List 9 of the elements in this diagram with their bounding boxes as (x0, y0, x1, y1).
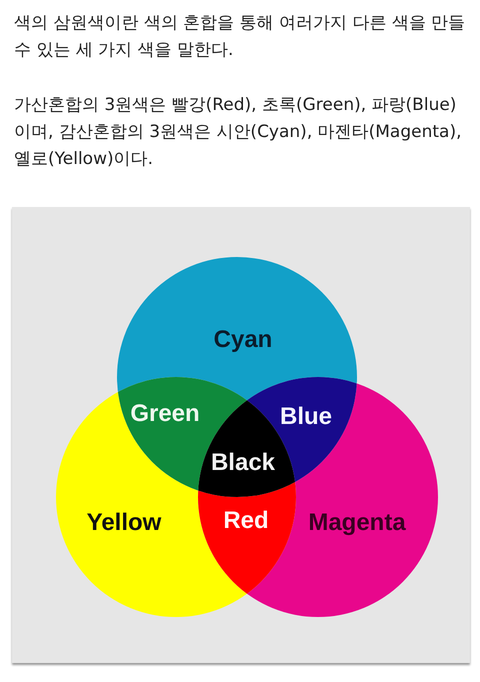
circle-label: Yellow (86, 509, 162, 537)
circle-label: Magenta (308, 509, 406, 537)
paragraph: 색의 삼원색이란 색의 혼합을 통해 여러가지 다른 색을 만들 수 있는 세 가지 색을 말한다. (14, 12, 466, 62)
region-label: Red (223, 507, 269, 535)
paragraph: 가산혼합의 3원색은 빨강(Red), 초록(Green), 파랑(Blue)이며, 감산혼합의 3원색은 시안(Cyan), 마젠타(Magenta), 옐로(Yellow)이다. (14, 94, 462, 171)
region-label: Black (210, 449, 276, 477)
region-label: Green (130, 400, 200, 428)
circle-label: Cyan (214, 326, 272, 354)
region-label: Blue (280, 403, 332, 431)
